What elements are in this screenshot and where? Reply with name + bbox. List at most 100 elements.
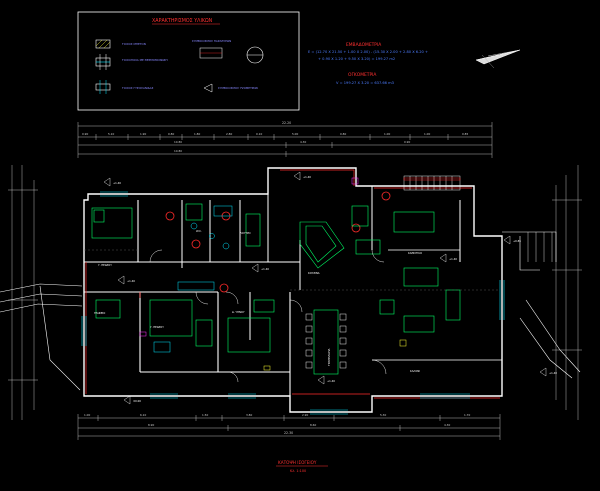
room-label-kitchen: ΚΟΥΖΙΝΑ (308, 271, 320, 275)
drawing-scale: Κλ. 1:100 (290, 469, 306, 473)
marker-icon (219, 283, 229, 293)
level-arrow-icon (317, 375, 325, 385)
furniture (91, 203, 461, 375)
nightstand (253, 299, 275, 313)
dim-label: 3.80 (246, 413, 252, 417)
right-steps (527, 232, 553, 262)
drawing-title: ΚΑΤΟΨΗ ΙΣΟΓΕΙΟΥ (278, 460, 317, 465)
cabinet (351, 205, 369, 227)
sink-icon (153, 341, 171, 353)
legend-item-5: ΣΥΜΒΟΛΙΣΜΟΣ ΥΨΟΜΕΤΡΩΝ (218, 86, 258, 90)
volume-title: ΟΓΚΟΜΕΤΡΙΑ (348, 72, 376, 78)
dim-overall-bottom: 22.30 (284, 431, 293, 435)
room-label-dining: ΤΡΑΠΕΖΑΡΙΑ (327, 348, 331, 367)
dim-bottom-second: 8.90 8.60 4.30 (148, 423, 450, 427)
dim-label: 1.00 (384, 132, 390, 136)
north-arrow-icon (475, 49, 521, 69)
dim-bottom-row: 1.00 6.10 1.50 3.80 2.90 5.30 1.70 (84, 413, 470, 417)
room-label-office: ΓΡΑΦΕΙΟ (94, 311, 105, 315)
legend-item-3: ΤΟΙΧΟΣ ΓΥΨΟΣΑΝΙΔΑΣ (121, 86, 154, 90)
dining-table (313, 309, 339, 375)
dim-label: 2.80 (226, 132, 232, 136)
legend-item-4: ΣΥΜΒΟΛΙΣΜΟΣ ΠΑΡΑΘΥΡΩΝ (192, 39, 231, 43)
legend-item-1: ΤΟΙΧΟΣ ΜΠΕΤΟΝ (121, 42, 146, 46)
room-label-living: ΚΑΘΙΣΤΙΚΟ (408, 251, 422, 255)
misc-accents (139, 177, 407, 371)
marker-icon (351, 223, 361, 233)
dim-label: 0.80 (168, 132, 174, 136)
dim-top-second: 10.80 4.30 0.90 10.80 (174, 140, 410, 153)
level-label: +0.85 (513, 239, 521, 243)
room-label-bath2: W.C. (196, 229, 202, 233)
top-dimensions (77, 122, 493, 158)
room-label-bedroom1: Υ. ΠΕΔΡΟΥ (98, 263, 112, 267)
room-labels: Υ. ΠΕΔΡΟΥ ΓΡΑΦΕΙΟ Υ. ΠΕΔΡΟΥ Δ. ΥΠΝΟΥ ΚΟΥ… (94, 229, 422, 373)
bottom-dimensions (77, 414, 501, 440)
dim-label: 4.30 (300, 140, 306, 144)
level-label: +1.40 (449, 257, 457, 261)
level-label: +1.40 (327, 379, 335, 383)
dim-label: 1.00 (84, 413, 90, 417)
dim-label: 8.60 (310, 423, 316, 427)
counter (355, 239, 381, 255)
desk (95, 299, 121, 319)
dim-label: 1.00 (424, 132, 430, 136)
stair-rail (403, 177, 461, 181)
bed (227, 317, 271, 353)
dim-label: 0.85 (462, 132, 468, 136)
armchair (445, 289, 461, 321)
level-label: +1.40 (549, 371, 557, 375)
dim-overall-top: 22.20 (282, 121, 291, 125)
marker-icon (165, 211, 175, 221)
dim-label: 1.70 (464, 413, 470, 417)
dim-label: 5.00 (292, 132, 298, 136)
room-label-bedroom2: Υ. ΠΕΔΡΟΥ (150, 325, 164, 329)
level-label: +1.40 (261, 267, 269, 271)
dim-label: 5.10 (108, 132, 114, 136)
toilet-icon (222, 242, 230, 250)
dim-label: 4.30 (444, 423, 450, 427)
level-arrow-icon (439, 253, 447, 263)
level-arrow-icon (539, 367, 547, 377)
sink-icon (190, 222, 198, 230)
marker-icon (381, 191, 391, 201)
level-label: +1.40 (113, 181, 121, 185)
level-markers: +1.40 +1.40 +1.40 +1.40 +1.40 ±0.00 +1.4… (103, 171, 557, 405)
room-label-lounge: ΣΑΛΟΝΙ (410, 369, 420, 373)
pillow (93, 209, 105, 223)
sofa (393, 211, 435, 233)
external-ramps (0, 231, 581, 391)
side-table (379, 299, 395, 315)
room-label-bedroom3: Δ. ΥΠΝΟΥ (232, 310, 245, 314)
stairs (403, 175, 461, 191)
legend-item-2: ΤΟΙΧΟΠΟΙΙΑ ΜΕ ΘΕΡΜΟΜΟΝΩΣΗ (121, 58, 168, 62)
dim-label: 5.30 (380, 413, 386, 417)
building-walls (83, 167, 503, 413)
legend-panel: ΧΑΡΑΚΤΗΡΙΣΜΟΣ ΥΛΙΚΩΝ ΤΟΙΧΟΣ ΜΠΕΤΟΝ ΤΟΙΧΟ… (77, 11, 300, 111)
dim-label: 10.80 (174, 140, 182, 144)
dim-label: 0.80 (340, 132, 346, 136)
fixtures (153, 205, 233, 353)
bed (91, 207, 133, 239)
shower (185, 203, 203, 221)
dashed-lines (84, 249, 500, 291)
legend-frame (77, 11, 300, 111)
dim-label: 10.80 (174, 149, 182, 153)
dim-label: 2.90 (302, 413, 308, 417)
sofa (403, 315, 435, 333)
level-arrow-icon (203, 83, 213, 93)
level-arrow-icon (117, 275, 125, 285)
level-arrow-icon (293, 171, 301, 181)
dining-chairs (305, 313, 347, 369)
bathtub (245, 213, 261, 247)
level-arrow-icon (251, 263, 259, 273)
gypsum-swatch (95, 83, 111, 91)
calculations-block: ΕΜΒΑΔΟΜΕΤΡΙΑ E = (12.70 X 21.50 + 1.00 X… (308, 42, 428, 85)
dim-label: 0.90 (404, 140, 410, 144)
side-dimensions (8, 165, 582, 420)
concrete-wall-swatch (95, 39, 111, 49)
dim-ticks-top (77, 122, 493, 158)
volume-formula: V = 199.27 X 3.20 = 637.66 m3 (336, 81, 394, 85)
dim-label: 1.90 (140, 132, 146, 136)
level-arrow-icon (103, 177, 111, 187)
